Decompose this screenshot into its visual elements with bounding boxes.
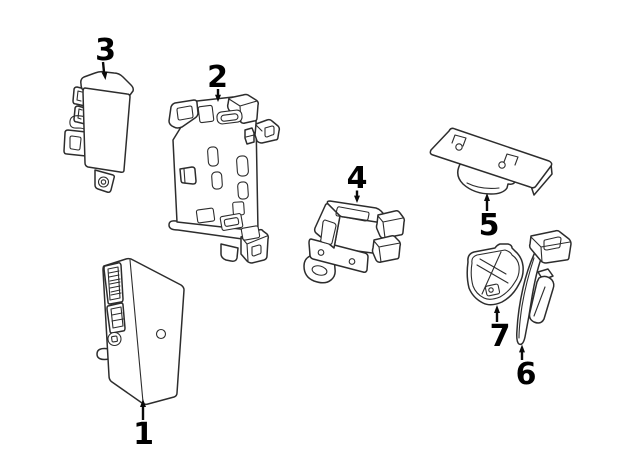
callout-2-arrowhead	[215, 94, 221, 102]
callout-1: 1	[133, 399, 154, 452]
connector-block-upper-creases	[377, 215, 404, 239]
cap-inner-contour	[470, 249, 520, 300]
face-hole	[155, 328, 167, 340]
bottom-rail	[168, 220, 259, 242]
callout-3-label[interactable]: 3	[95, 33, 116, 68]
antenna-blade-edge	[518, 257, 535, 339]
cap-outer	[466, 243, 524, 306]
connector-block-creases	[530, 236, 571, 263]
body-ridge	[129, 259, 144, 403]
part-3-drawing	[63, 70, 134, 193]
connector-upper-frame	[107, 266, 121, 301]
callout-5-label[interactable]: 5	[479, 208, 500, 243]
bar-hole-1	[455, 143, 463, 151]
callout-6-label[interactable]: 6	[516, 357, 537, 392]
hook-tab	[69, 115, 87, 131]
corner-flange-hole	[176, 105, 194, 121]
plate-slot-top-inner	[220, 113, 239, 122]
connector-upper-pins	[108, 270, 122, 296]
center-bottom-tab	[220, 243, 239, 262]
plate-screw-hole-2	[348, 258, 356, 265]
callout-7-arrowhead	[494, 305, 500, 313]
side-bracket-slot	[69, 135, 82, 151]
callout-2-label[interactable]: 2	[207, 60, 228, 95]
dome-contour	[466, 182, 500, 189]
callout-7: 7	[490, 305, 511, 354]
callout-3: 3	[95, 33, 116, 80]
bar-cut-mark-1	[451, 134, 467, 147]
cap-crease-1	[476, 264, 509, 284]
clip-lower	[73, 105, 86, 125]
plate-slot-right-2	[237, 181, 249, 200]
connector-lower-frame	[110, 306, 124, 329]
foot-slot	[251, 244, 262, 257]
clip-lower-inner	[77, 108, 83, 120]
left-clip	[179, 166, 197, 185]
plate-hole-1	[197, 104, 215, 124]
plate-slot-left-2	[211, 171, 223, 190]
side-bump-tab	[96, 347, 110, 361]
callout-4: 4	[347, 161, 368, 203]
antenna-blade	[516, 247, 544, 346]
module-face	[82, 87, 131, 173]
cap-crease-2	[479, 258, 507, 275]
plate-hole-bottom-right	[240, 225, 261, 241]
lid-top-recess	[335, 206, 370, 222]
part-4-drawing	[303, 200, 406, 284]
connector-block-lower-creases	[373, 240, 401, 263]
plate-slot-right-1	[236, 155, 249, 177]
plate-slot-left-1	[207, 146, 219, 167]
callout-6-arrowhead	[519, 344, 525, 353]
left-clip-crease	[183, 168, 186, 184]
plate-screw-hole-1	[317, 249, 325, 256]
bar-hole-2	[498, 161, 506, 169]
callout-1-label[interactable]: 1	[133, 417, 154, 452]
callout-1-arrowhead	[140, 399, 146, 407]
plate-slot-bottom-inner	[223, 217, 240, 227]
callout-2: 2	[207, 60, 228, 102]
part-6-drawing	[516, 229, 572, 346]
part-1-drawing	[96, 257, 185, 406]
callout-4-arrowhead	[354, 195, 360, 203]
plate-hole-bottom-left	[195, 207, 216, 224]
callout-4-label[interactable]: 4	[347, 161, 368, 196]
connector-block-recess	[543, 236, 562, 251]
sleeve-edge	[533, 286, 546, 317]
callout-6: 6	[516, 344, 537, 392]
clip-upper-inner	[76, 90, 83, 102]
small-tab-crease	[245, 134, 255, 138]
callout-5-arrowhead	[484, 193, 490, 201]
connector-block-lower	[371, 235, 402, 263]
grommet-key	[111, 335, 118, 343]
part-7-drawing	[466, 243, 524, 306]
lobe-slot	[311, 265, 328, 276]
connector-block-upper	[375, 210, 406, 239]
connector-lower-pins	[111, 312, 124, 322]
right-flange-crease	[255, 124, 263, 132]
part-2-drawing	[168, 93, 281, 264]
callout-3-arrowhead	[101, 71, 108, 80]
mount-hole-inner	[100, 179, 107, 185]
callout-5: 5	[479, 193, 500, 243]
part-5-drawing	[429, 127, 553, 196]
bar-cut-mark-2	[503, 153, 519, 166]
callout-7-label[interactable]: 7	[490, 319, 511, 354]
bar-top-face	[429, 127, 553, 189]
lid-window	[320, 219, 337, 245]
callout-3-arrow	[101, 61, 106, 73]
right-flange-slot	[264, 125, 275, 138]
cap-hole	[488, 287, 494, 293]
